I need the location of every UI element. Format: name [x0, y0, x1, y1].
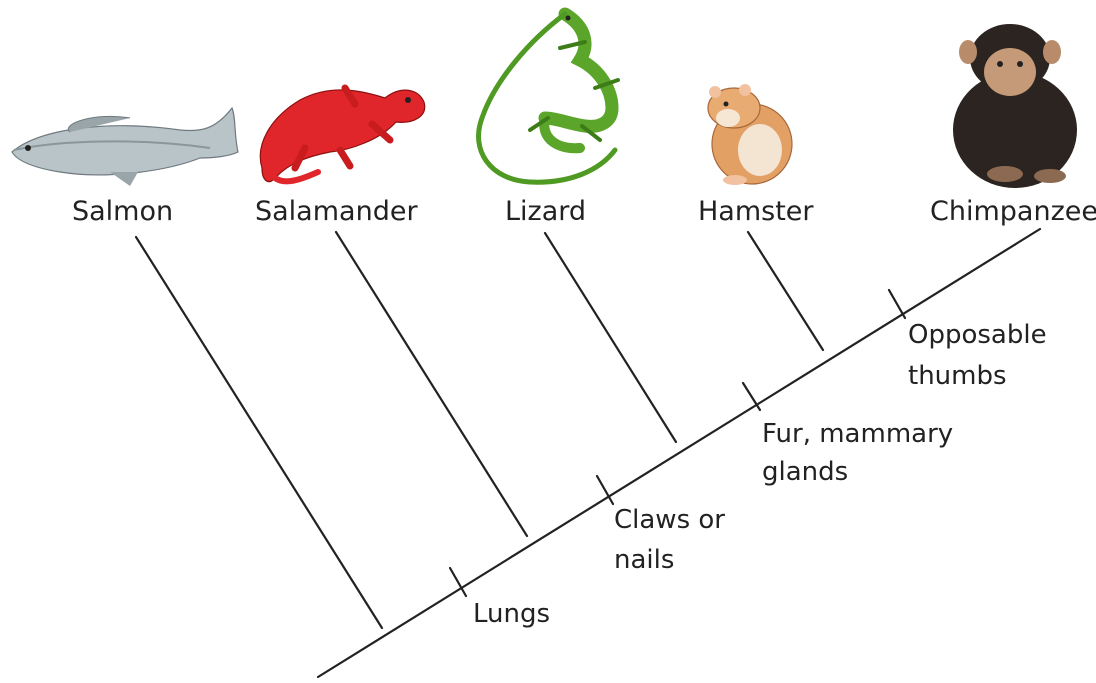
tick-fur: [743, 383, 760, 410]
trait-label-lungs: Lungs: [473, 599, 550, 629]
hamster-illustration: [708, 84, 792, 185]
trait-label-fur-line2: glands: [762, 457, 848, 487]
trait-label-fur-line1: Fur, mammary: [762, 419, 953, 449]
tick-thumbs: [889, 290, 905, 318]
taxon-label-lizard: Lizard: [505, 196, 586, 227]
tick-lungs: [450, 568, 466, 596]
taxon-label-hamster: Hamster: [698, 196, 814, 227]
taxon-label-salamander: Salamander: [255, 196, 418, 227]
salamander-illustration: [260, 88, 424, 182]
trait-label-claws-line2: nails: [614, 545, 674, 575]
trait-label-thumbs-line1: Opposable: [908, 320, 1047, 350]
branch-hamster: [748, 232, 823, 350]
trait-label-claws-line1: Claws or: [614, 505, 725, 535]
taxon-labels: Salmon Salamander Lizard Hamster Chimpan…: [72, 196, 1096, 227]
taxon-label-salmon: Salmon: [72, 196, 173, 227]
tree-lines: [136, 229, 1040, 677]
salmon-illustration: [12, 108, 238, 186]
main-axis: [318, 229, 1040, 677]
lizard-illustration: [479, 14, 618, 182]
trait-label-thumbs-line2: thumbs: [908, 361, 1007, 391]
taxon-label-chimpanzee: Chimpanzee: [930, 196, 1096, 227]
branch-salmon: [136, 237, 382, 628]
branch-lizard: [545, 233, 676, 442]
trait-labels: Lungs Claws or nails Fur, mammary glands…: [473, 320, 1047, 629]
branch-salamander: [336, 232, 527, 536]
chimpanzee-illustration: [953, 24, 1077, 188]
